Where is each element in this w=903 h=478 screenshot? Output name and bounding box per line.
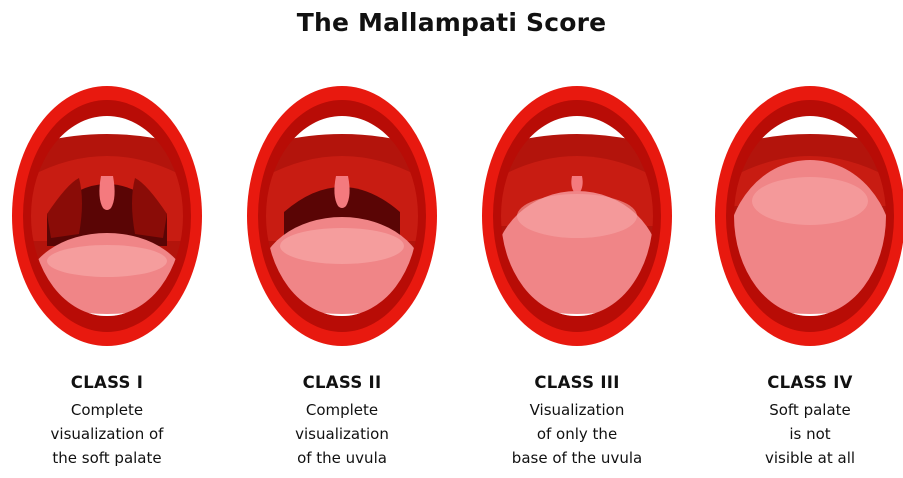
description-line: visualization of — [7, 422, 207, 446]
description-line: visualization — [242, 422, 442, 446]
mouth-class-4-illustration — [710, 66, 903, 351]
mouth-class-2-illustration — [242, 66, 442, 351]
class-label: CLASS IV — [710, 373, 903, 392]
class-description: Complete visualization of the soft palat… — [7, 398, 207, 470]
description-line: Complete — [7, 398, 207, 422]
class-description: Complete visualization of the uvula — [242, 398, 442, 470]
mouth-class-3-illustration — [477, 66, 677, 351]
class-description: Soft palate is not visible at all — [710, 398, 903, 470]
class-label: CLASS III — [477, 373, 677, 392]
class-1-panel: CLASS I Complete visualization of the so… — [7, 66, 207, 478]
class-label: CLASS I — [7, 373, 207, 392]
class-description: Visualization of only the base of the uv… — [477, 398, 677, 470]
class-label: CLASS II — [242, 373, 442, 392]
description-line: Complete — [242, 398, 442, 422]
description-line: is not — [710, 422, 903, 446]
description-line: Soft palate — [710, 398, 903, 422]
class-3-panel: CLASS III Visualization of only the base… — [477, 66, 677, 478]
uvula — [334, 176, 349, 208]
page-title: The Mallampati Score — [0, 8, 903, 37]
description-line: base of the uvula — [477, 446, 677, 470]
class-2-panel: CLASS II Complete visualization of the u… — [242, 66, 442, 478]
description-line: of the uvula — [242, 446, 442, 470]
uvula — [99, 176, 114, 210]
class-4-panel: CLASS IV Soft palate is not visible at a… — [710, 66, 903, 478]
description-line: visible at all — [710, 446, 903, 470]
mouth-class-1-illustration — [7, 66, 207, 351]
description-line: the soft palate — [7, 446, 207, 470]
description-line: Visualization — [477, 398, 677, 422]
description-line: of only the — [477, 422, 677, 446]
